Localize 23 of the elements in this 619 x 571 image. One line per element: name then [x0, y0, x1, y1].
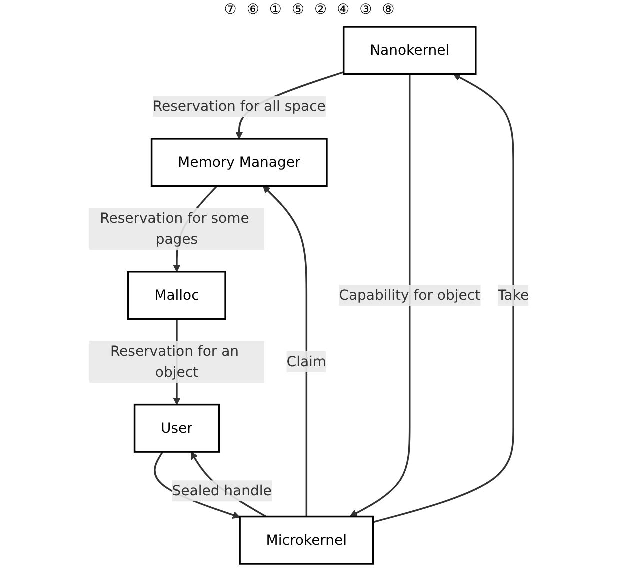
node-box: Malloc: [128, 271, 227, 320]
step-number: ⑤: [292, 2, 304, 18]
step-number: ①: [269, 2, 282, 18]
edge-label: Take: [498, 286, 530, 304]
step-number: ②: [314, 2, 328, 18]
step-number: ③: [360, 2, 372, 18]
arrow: [350, 74, 411, 518]
node-box: Memory Manager: [151, 138, 328, 188]
node-box: Nanokernel: [343, 26, 477, 76]
step-number: ④: [337, 2, 350, 18]
step-number: ⑥: [246, 2, 260, 18]
step-number: ⑧: [382, 2, 395, 18]
edge-label: Capability for object: [339, 286, 481, 304]
edge-label: Reservation for all space: [153, 98, 326, 114]
arrow: [263, 186, 308, 517]
arrow: [373, 74, 515, 524]
edge-label: Sealed handle: [172, 482, 272, 499]
step-number: ⑦: [224, 2, 237, 18]
node-box: Microkernel: [239, 516, 374, 565]
edge-label: Claim: [287, 353, 327, 370]
node-box: User: [134, 404, 220, 453]
edge-label: Reservation for an object: [110, 342, 240, 380]
edge-label: Reservation for some pages: [100, 210, 250, 248]
